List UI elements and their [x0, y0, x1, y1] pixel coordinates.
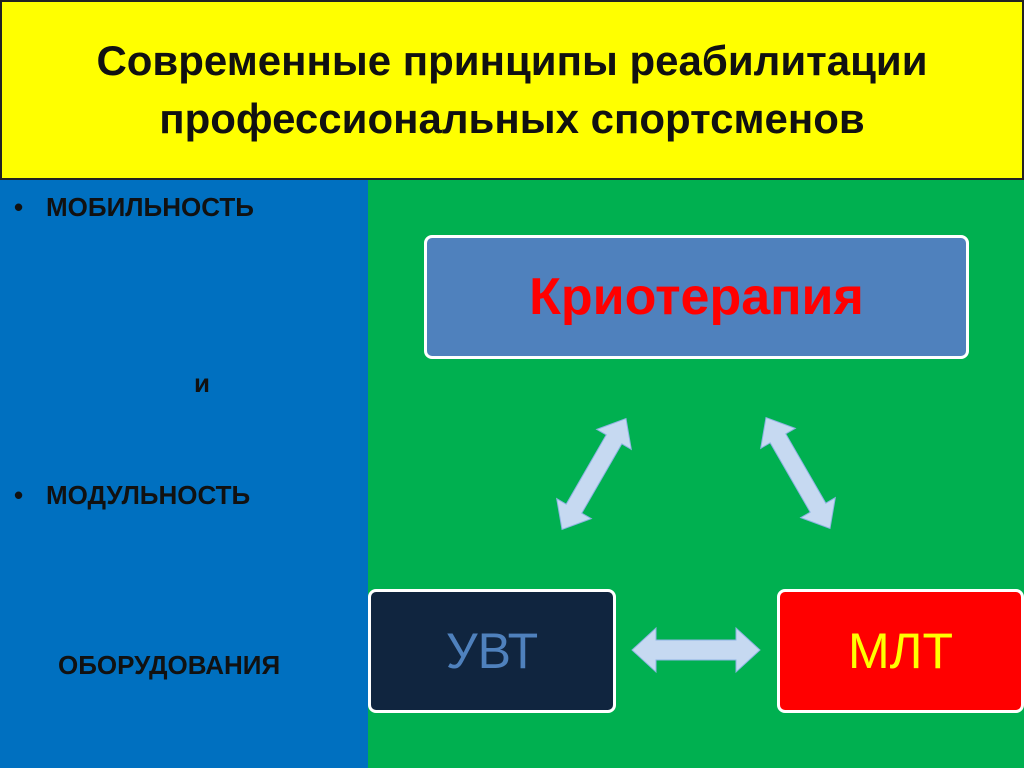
- uvt-node: УВТ: [368, 589, 616, 713]
- slide-title-line-2: профессиональных спортсменов: [159, 95, 865, 142]
- bullet-icon: •: [14, 192, 24, 222]
- left-panel: [0, 180, 368, 768]
- equipment-text: ОБОРУДОВАНИЯ: [58, 650, 281, 680]
- title-bar: Современные принципы реабилитации профес…: [0, 0, 1024, 180]
- bullet-label-modularity: МОДУЛЬНОСТЬ: [46, 480, 251, 510]
- mlt-node: МЛТ: [777, 589, 1024, 713]
- bullet-item-modularity: • МОДУЛЬНОСТЬ: [14, 480, 250, 511]
- bullet-label-mobility: МОБИЛЬНОСТЬ: [46, 192, 254, 222]
- bullet-item-mobility: • МОБИЛЬНОСТЬ: [14, 192, 254, 223]
- slide-title-line-1: Современные принципы реабилитации: [96, 37, 928, 84]
- bullet-icon: •: [14, 480, 24, 510]
- connector-text: и: [194, 368, 210, 398]
- cryotherapy-node: Криотерапия: [424, 235, 969, 359]
